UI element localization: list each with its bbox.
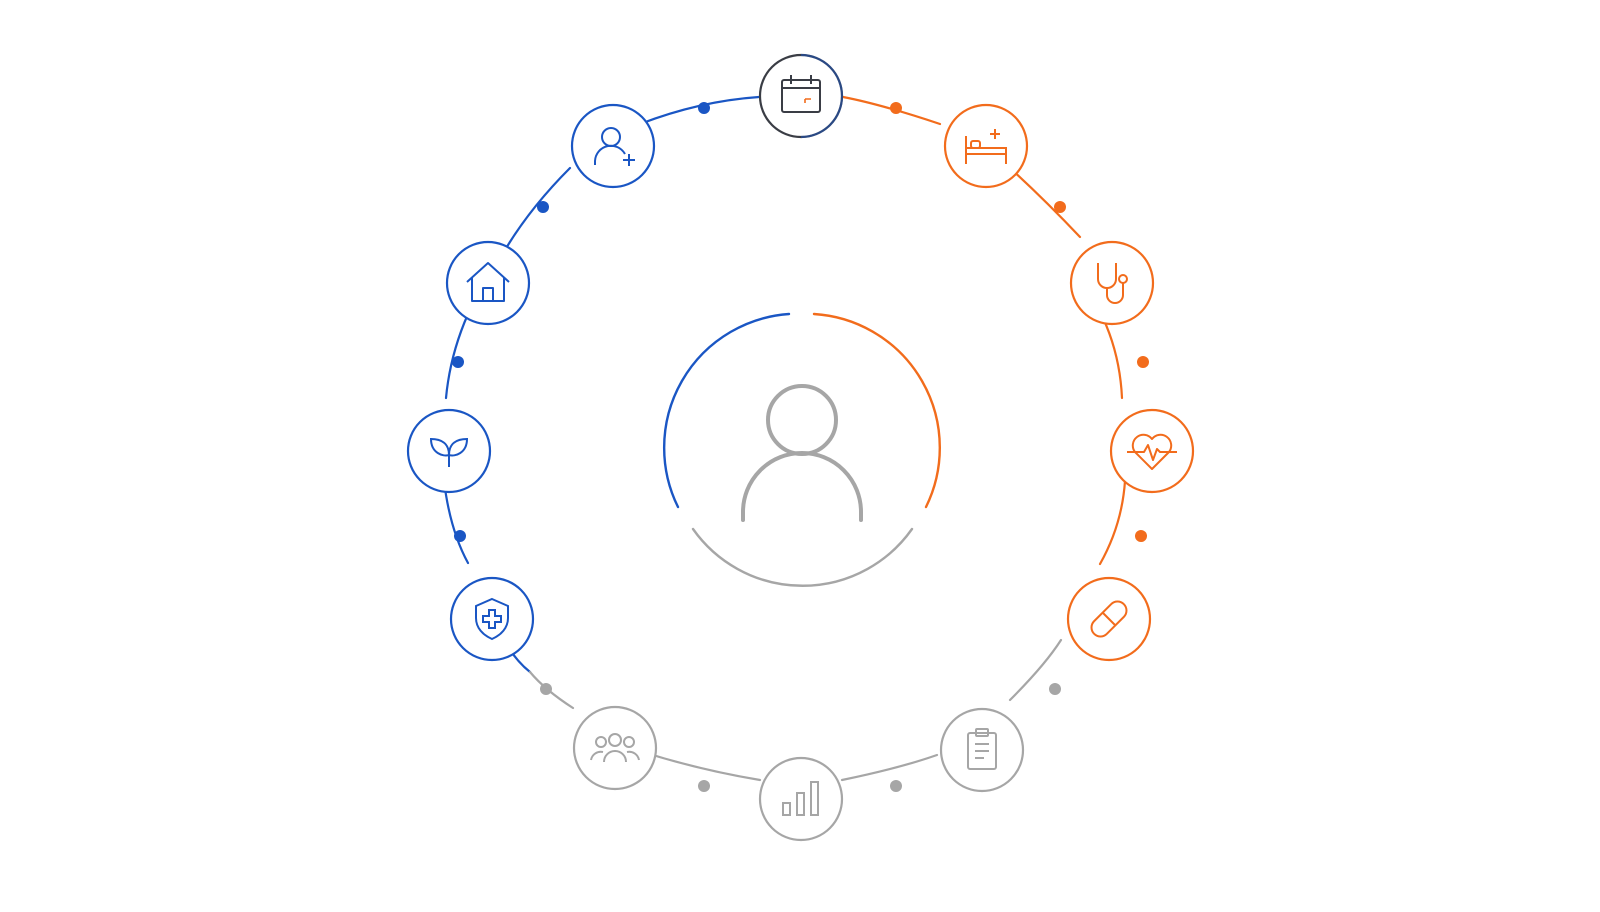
node-leaf	[406, 408, 492, 494]
connector-dot	[454, 530, 466, 542]
connector-dot	[890, 780, 902, 792]
node-bar-chart	[758, 756, 844, 842]
group-icon	[590, 733, 640, 763]
heart-pulse-icon	[1127, 433, 1177, 470]
connector-dot	[1135, 530, 1147, 542]
center-arc-gray	[691, 527, 914, 587]
connector-dot	[1054, 201, 1066, 213]
stethoscope-icon	[1097, 263, 1128, 304]
connector-dot	[698, 102, 710, 114]
connector-dot	[1049, 683, 1061, 695]
node-group	[572, 705, 658, 791]
center-hub	[663, 312, 941, 587]
connector-dots	[452, 102, 1149, 792]
nodes	[406, 53, 1195, 842]
node-home	[445, 240, 531, 326]
center-arc-blue	[663, 312, 791, 509]
bar-chart-icon	[782, 781, 819, 816]
node-hospital-bed	[943, 103, 1029, 189]
connector-dot	[890, 102, 902, 114]
node-stethoscope	[1069, 240, 1155, 326]
outer-ring	[442, 95, 1127, 782]
home-icon	[466, 262, 510, 302]
clipboard-icon	[967, 728, 997, 770]
pill-icon	[1090, 600, 1128, 638]
connector-dot	[1137, 356, 1149, 368]
connector-dot	[537, 201, 549, 213]
connector-dot	[698, 780, 710, 792]
ring-arc-gray	[528, 638, 1063, 782]
shield-plus-icon	[475, 597, 509, 641]
leaf-icon	[429, 437, 469, 467]
node-shield-plus	[449, 576, 535, 662]
connector-dot	[540, 683, 552, 695]
calendar-icon	[781, 75, 821, 113]
node-clipboard	[939, 707, 1025, 793]
node-pill	[1066, 576, 1152, 662]
connector-dot	[452, 356, 464, 368]
person-icon	[741, 384, 863, 522]
node-heart-pulse	[1109, 408, 1195, 494]
center-arc-orange	[812, 312, 941, 509]
ring-arc-orange	[841, 95, 1127, 566]
add-user-icon	[594, 127, 635, 166]
hospital-bed-icon	[965, 129, 1007, 164]
node-calendar	[758, 53, 844, 139]
node-add-user	[570, 103, 656, 189]
